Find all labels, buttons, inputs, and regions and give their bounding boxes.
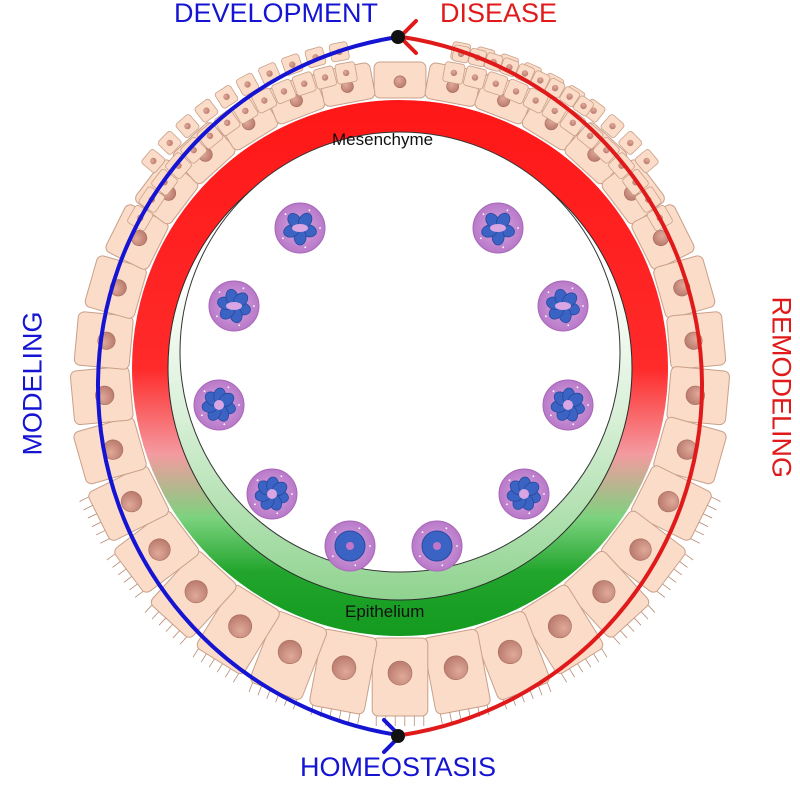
epithelial-cell — [373, 61, 427, 99]
organoid — [274, 202, 326, 254]
organoid — [537, 280, 589, 332]
top-node-icon — [391, 30, 405, 44]
epithelial-cell — [653, 416, 727, 485]
epithelial-cell — [600, 510, 694, 598]
homeostasis-label: HOMEOSTASIS — [300, 752, 497, 782]
cuboidal-cell — [559, 86, 580, 107]
organoid — [193, 379, 245, 431]
cuboidal-cell — [483, 71, 509, 96]
cuboidal-cell — [157, 131, 182, 155]
epithelial-cell-layer — [69, 41, 731, 726]
epithelial-cell — [666, 366, 731, 426]
modeling-label: MODELING — [17, 311, 48, 456]
epithelial-cell — [79, 465, 169, 544]
development-label: DEVELOPMENT — [174, 0, 379, 28]
cuboidal-cell — [600, 114, 625, 138]
organoid — [324, 520, 376, 572]
modeling-arc — [96, 35, 399, 737]
cuboidal-cell — [175, 114, 200, 138]
cuboidal-cell — [503, 78, 529, 104]
epithelial-cell — [472, 611, 552, 710]
cuboidal-cell — [573, 95, 594, 117]
cuboidal-cell — [196, 122, 224, 150]
organoid — [208, 280, 260, 332]
epithelial-cell — [422, 628, 491, 725]
organoid-sequence — [193, 202, 594, 572]
lumen — [179, 131, 621, 573]
epithelial-cell — [144, 551, 237, 645]
cuboidal-cell — [618, 131, 643, 155]
organoid — [246, 468, 298, 520]
cuboidal-cell — [271, 78, 297, 104]
epithelial-cell — [371, 637, 429, 726]
organoid — [411, 520, 463, 572]
epithelial-cell — [631, 465, 721, 544]
cuboidal-cell — [141, 149, 166, 173]
cuboidal-cell — [634, 149, 659, 173]
epithelium-label: Epithelium — [345, 602, 425, 621]
cuboidal-cell — [214, 85, 239, 109]
cuboidal-cell — [194, 98, 219, 123]
epithelial-cell — [73, 416, 147, 485]
mesenchyme-label: Mesenchyme — [332, 130, 434, 149]
cuboidal-cell — [251, 87, 278, 114]
cuboidal-cell — [442, 61, 466, 85]
epithelial-cell — [563, 550, 656, 645]
epithelial-cell — [309, 628, 378, 725]
cuboidal-cell — [544, 77, 566, 99]
remodeling-label: REMODELING — [766, 296, 797, 479]
disease-label: DISEASE — [440, 0, 558, 28]
cuboidal-cell — [522, 87, 549, 114]
epithelial-cell — [105, 204, 169, 270]
epithelial-cell — [69, 366, 134, 426]
cuboidal-cell — [291, 71, 317, 96]
organoid — [542, 379, 594, 431]
bottom-node-icon — [391, 729, 405, 743]
cuboidal-cell — [463, 65, 487, 90]
remodeling-arc — [401, 35, 704, 737]
organoid — [498, 468, 550, 520]
cuboidal-cell — [334, 61, 358, 85]
epithelial-cell — [106, 510, 200, 598]
epithelial-cell — [248, 611, 328, 710]
cuboidal-cell — [576, 122, 604, 150]
organoid — [472, 202, 524, 254]
cuboidal-cell — [313, 65, 337, 90]
